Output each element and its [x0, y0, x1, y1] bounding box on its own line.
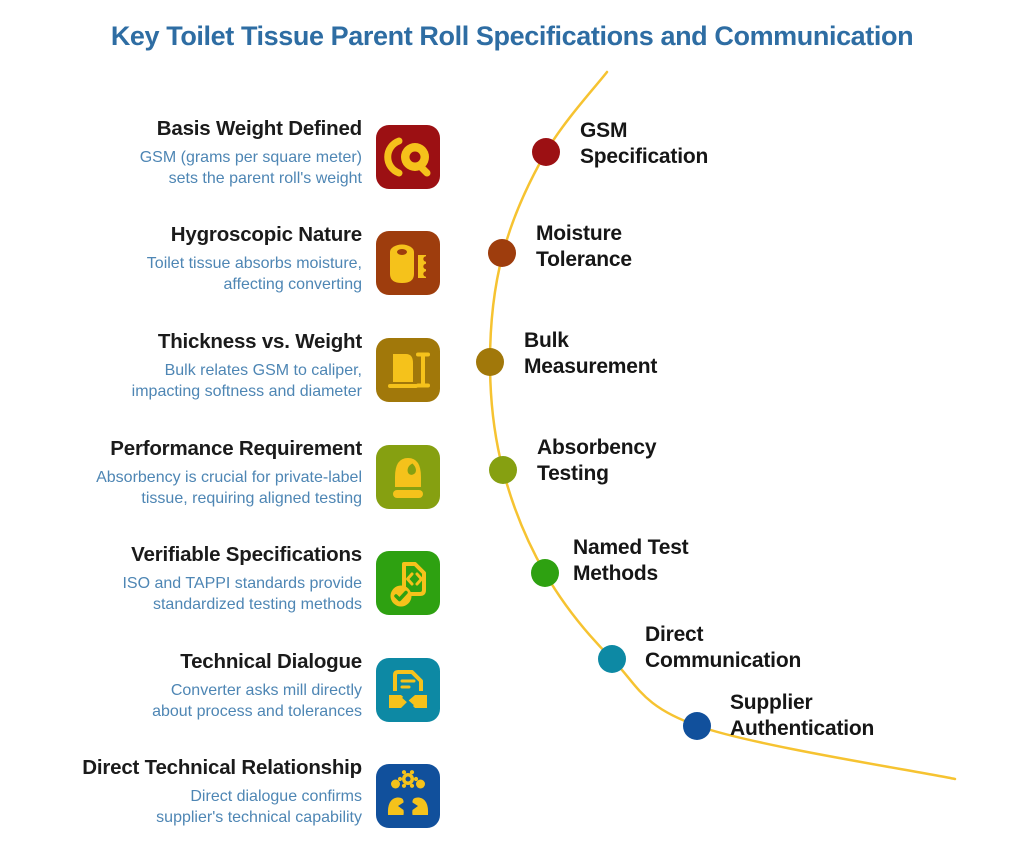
milestone-label-methods: Named Test Methods: [573, 535, 689, 587]
standards-check-icon: [376, 551, 440, 615]
milestone-dot-absorbency: [489, 456, 517, 484]
milestone-label-gsm: GSM Specification: [580, 118, 708, 170]
milestone-label-line: Direct: [645, 623, 704, 646]
milestone-label-line: GSM: [580, 119, 628, 142]
spec-item-description: Toilet tissue absorbs moisture, affectin…: [146, 255, 362, 293]
spec-item-title: Direct Technical Relationship: [82, 756, 362, 779]
milestone-label-line: Methods: [573, 562, 658, 585]
spec-item-description: Bulk relates GSM to caliper, impacting s…: [131, 362, 362, 400]
spec-item-hygroscopic: Hygroscopic Nature Toilet tissue absorbs…: [40, 217, 442, 296]
spec-item-title: Technical Dialogue: [180, 650, 362, 673]
spec-item-performance: Performance Requirement Absorbency is cr…: [40, 431, 442, 510]
milestone-dot-authentication: [683, 712, 711, 740]
milestone-dot-communication: [598, 645, 626, 673]
spec-item-basis-weight: Basis Weight Defined GSM (grams per squa…: [40, 111, 442, 190]
milestone-label-communication: Direct Communication: [645, 622, 801, 674]
spec-item-description: Converter asks mill directly about proce…: [152, 682, 362, 720]
spec-item-title: Hygroscopic Nature: [170, 223, 362, 246]
caliper-icon: [376, 338, 440, 402]
milestone-label-bulk: Bulk Measurement: [524, 328, 657, 380]
milestone-dot-gsm: [532, 138, 560, 166]
spec-item-description: ISO and TAPPI standards provide standard…: [122, 575, 362, 613]
spec-item-dialogue: Technical Dialogue Converter asks mill d…: [40, 644, 442, 723]
spec-item-relationship: Direct Technical Relationship Direct dia…: [40, 750, 442, 829]
milestone-label-line: Measurement: [524, 355, 658, 378]
milestone-label-absorbency: Absorbency Testing: [537, 435, 657, 487]
milestone-label-line: Tolerance: [536, 248, 632, 271]
milestone-label-line: Absorbency: [537, 436, 657, 459]
page-title: Key Toilet Tissue Parent Roll Specificat…: [110, 21, 914, 51]
milestone-label-line: Named Test: [573, 536, 689, 559]
spec-item-title: Verifiable Specifications: [131, 543, 362, 566]
spec-item-description: Absorbency is crucial for private-label …: [96, 469, 362, 507]
spec-item-title: Performance Requirement: [110, 437, 362, 460]
milestone-label-line: Communication: [645, 649, 802, 672]
milestone-label-line: Moisture: [536, 222, 622, 245]
spec-item-title: Basis Weight Defined: [156, 117, 362, 140]
doc-handshake-icon: [376, 658, 440, 722]
absorbency-icon: [376, 445, 440, 509]
spec-item-description: GSM (grams per square meter) sets the pa…: [139, 149, 362, 187]
paper-roll-side-icon: [376, 125, 440, 189]
milestone-label-line: Bulk: [524, 329, 569, 352]
milestone-dot-moisture: [488, 239, 516, 267]
milestone-label-line: Authentication: [730, 717, 875, 740]
toilet-roll-icon: [376, 231, 440, 295]
milestone-label-line: Testing: [537, 462, 609, 485]
milestone-label-authentication: Supplier Authentication: [730, 690, 874, 742]
spec-item-title: Thickness vs. Weight: [157, 330, 362, 353]
milestone-dot-methods: [531, 559, 559, 587]
milestone-label-line: Supplier: [730, 691, 813, 714]
spec-item-description: Direct dialogue confirms supplier's tech…: [156, 788, 362, 826]
spec-item-thickness: Thickness vs. Weight Bulk relates GSM to…: [40, 324, 442, 403]
milestone-label-line: Specification: [580, 145, 709, 168]
people-gear-icon: [376, 764, 440, 828]
milestone-dot-bulk: [476, 348, 504, 376]
spec-item-verifiable: Verifiable Specifications ISO and TAPPI …: [40, 537, 442, 616]
milestone-label-moisture: Moisture Tolerance: [536, 221, 632, 273]
